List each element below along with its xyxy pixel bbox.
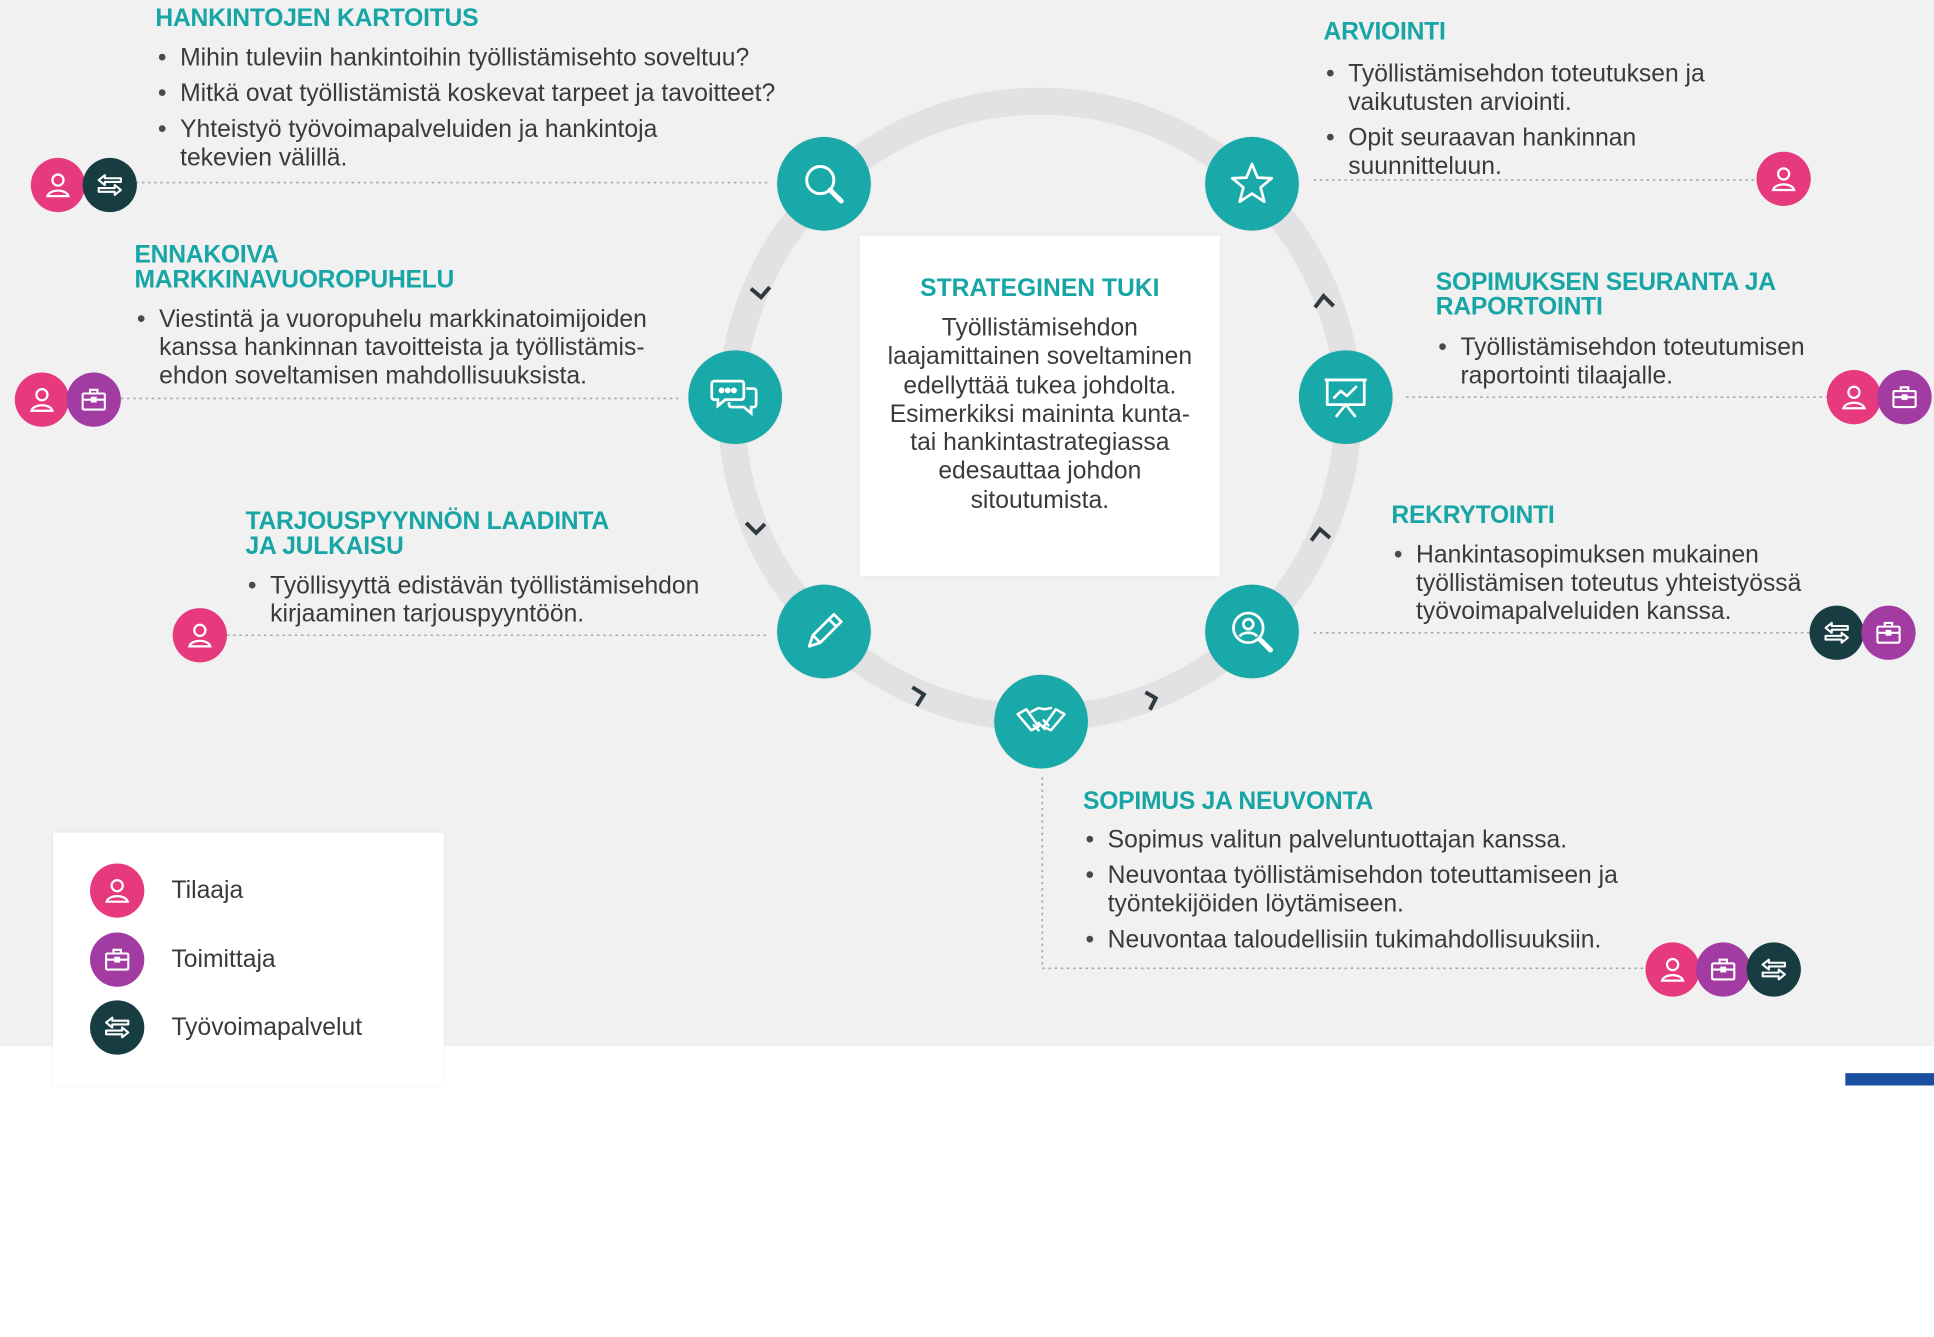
legend: Tilaaja Toimittaja Työvoimapalvelut [53, 832, 445, 1086]
briefcase-icon [1877, 370, 1932, 425]
stage-title-arviointi: ARVIOINTI [1323, 18, 1446, 46]
corner-tab [1845, 1073, 1934, 1086]
stage-bullets-kartoitus: Mihin tuleviin hankintoihin työllistämis… [155, 44, 858, 180]
title-line: RAPORTOINTI [1435, 293, 1603, 321]
stage-title-tarjouspyynto: TARJOUSPYYNNÖN LAADINTA JA JULKAISU [245, 508, 609, 561]
stage-bullets-tarjouspyynto: Työllisyyttä edistävän työllistämisehdon… [245, 572, 751, 636]
pen-icon [777, 584, 871, 679]
legend-label: Tilaaja [171, 876, 244, 904]
handshake-icon [994, 674, 1088, 769]
bullet-item: Viestintä ja vuoropuhelu markkinatoimijo… [134, 306, 696, 391]
title-line: TARJOUSPYYNNÖN LAADINTA [245, 508, 609, 536]
bullet-item: Neuvontaa työllistämisehdon toteuttamise… [1083, 862, 1675, 919]
bullet-item: Työllistämisehdon toteutuksen ja vaikutu… [1324, 60, 1750, 117]
star-icon [1205, 136, 1299, 231]
person-icon [90, 863, 145, 918]
bullet-item: Neuvontaa taloudellisiin tukimahdollisuu… [1083, 926, 1675, 954]
legend-item-toimittaja: Toimittaja [90, 932, 276, 987]
exchange-icon [1809, 605, 1864, 660]
title-line: MARKKINAVUOROPUHELU [134, 266, 455, 294]
cycle-arrows [744, 285, 1335, 711]
person-icon [1756, 151, 1811, 206]
exchange-icon [1746, 942, 1801, 997]
person-icon [14, 372, 70, 427]
strategic-support-text: Työllistämisehdon laajamittainen sovelta… [887, 314, 1193, 515]
stage-title-kartoitus: HANKINTOJEN KARTOITUS [155, 4, 479, 33]
stage-bullets-rekrytointi: Hankintasopimuksen mukainen työllistämis… [1391, 542, 1847, 635]
briefcase-icon [1696, 942, 1751, 997]
person-icon [1826, 370, 1882, 425]
chat-icon [688, 350, 783, 445]
exchange-icon [90, 1000, 145, 1055]
stage-bullets-sopimus: Sopimus valitun palveluntuottajan kanssa… [1083, 826, 1675, 962]
briefcase-icon [1861, 605, 1916, 660]
bullet-item: Työllisyyttä edistävän työllistämisehdon… [245, 572, 751, 629]
title-line: ENNAKOIVA [134, 241, 279, 269]
stage-title-vuoropuhelu: ENNAKOIVA MARKKINAVUOROPUHELU [134, 243, 454, 292]
person-icon [172, 608, 227, 663]
search-icon [777, 136, 871, 231]
strategic-support-title: STRATEGINEN TUKI [920, 275, 1160, 303]
title-line: JA JULKAISU [245, 532, 404, 561]
bullet-item: Mihin tuleviin hankintoihin työllistämis… [155, 44, 858, 72]
person-icon [1645, 942, 1700, 997]
person-search-icon [1205, 584, 1299, 679]
briefcase-icon [90, 932, 145, 987]
presentation-icon [1298, 350, 1393, 445]
legend-item-tyovoimapalvelut: Työvoimapalvelut [90, 1000, 363, 1055]
strategic-support-box: STRATEGINEN TUKI Työllistämisehdon laaja… [859, 235, 1220, 577]
stage-title-sopimus: SOPIMUS JA NEUVONTA [1083, 788, 1374, 816]
bullet-item: Yhteistyö työvoimapalveluiden ja hankint… [155, 116, 735, 173]
stage-title-rekrytointi: REKRYTOINTI [1391, 502, 1555, 530]
stage-title-seuranta: SOPIMUKSEN SEURANTA JA RAPORTOINTI [1436, 270, 1776, 319]
legend-item-tilaaja: Tilaaja [90, 863, 244, 918]
bullet-item: Sopimus valitun palveluntuottajan kanssa… [1083, 826, 1675, 854]
bullet-item: Hankintasopimuksen mukainen työllistämis… [1391, 542, 1847, 627]
exchange-icon [82, 157, 137, 213]
briefcase-icon [66, 372, 121, 427]
legend-label: Toimittaja [171, 945, 276, 973]
title-line: SOPIMUKSEN SEURANTA JA [1435, 268, 1776, 297]
legend-label: Työvoimapalvelut [171, 1013, 363, 1041]
person-icon [30, 157, 86, 213]
bullet-item: Työllistämisehdon toteutumisen raportoin… [1436, 334, 1868, 391]
bullet-item: Mitkä ovat työllistämistä koskevat tarpe… [155, 80, 858, 108]
bullet-item: Opit seuraavan hankinnan suunnitteluun. [1324, 125, 1750, 182]
stage-bullets-arviointi: Työllistämisehdon toteutuksen ja vaikutu… [1324, 60, 1750, 188]
stage-bullets-vuoropuhelu: Viestintä ja vuoropuhelu markkinatoimijo… [134, 306, 696, 399]
stage-bullets-seuranta: Työllistämisehdon toteutumisen raportoin… [1436, 334, 1868, 398]
